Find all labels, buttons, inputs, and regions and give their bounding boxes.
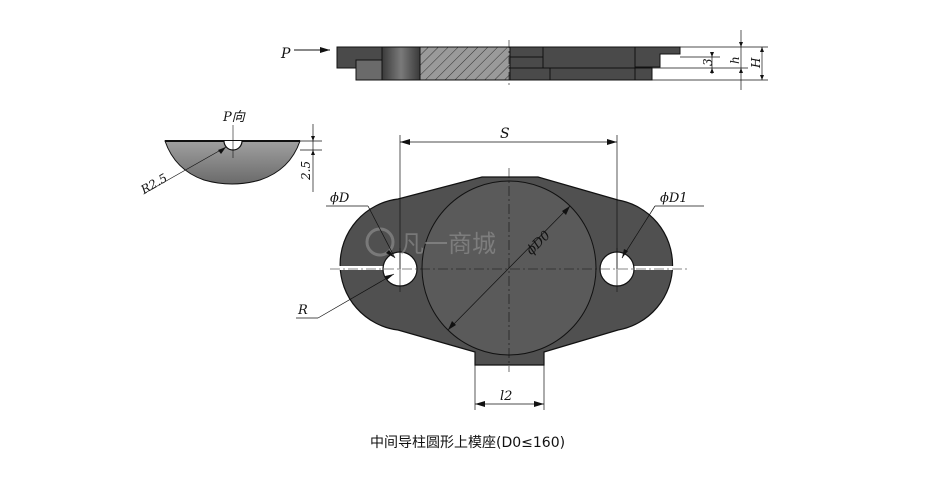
label-3: 3 <box>701 58 715 66</box>
label-phiD1: ϕD1 <box>660 191 688 206</box>
left-slot <box>333 266 398 270</box>
p-view-segment <box>164 140 301 185</box>
label-R: R <box>297 303 308 318</box>
label-S: S <box>500 126 510 142</box>
p-view: P向 R2.5 2.5 <box>137 110 322 197</box>
label-dim25: 2.5 <box>299 161 313 181</box>
watermark: 凡一商城 <box>365 227 496 258</box>
side-hatched-section <box>419 46 511 81</box>
label-H: H <box>749 57 763 69</box>
label-R25: R2.5 <box>137 171 169 198</box>
plan-view: 凡一商城 S ϕD ϕD1 ϕD0 R l2 <box>296 126 704 410</box>
label-h: h <box>728 56 742 64</box>
watermark-text: 凡一商城 <box>400 230 496 258</box>
right-slot <box>620 266 686 270</box>
label-P: P <box>280 46 291 62</box>
side-step-notch <box>355 59 383 81</box>
side-hole-section <box>381 46 421 81</box>
label-l2: l2 <box>500 389 512 404</box>
label-P-view: P向 <box>222 110 246 125</box>
side-right-lower <box>509 67 653 81</box>
label-phiD: ϕD <box>330 191 350 206</box>
caption: 中间导柱圆形上模座(D0≤160) <box>370 435 565 451</box>
p-arrow-head <box>320 47 330 53</box>
side-view: P 3 h <box>280 30 768 90</box>
